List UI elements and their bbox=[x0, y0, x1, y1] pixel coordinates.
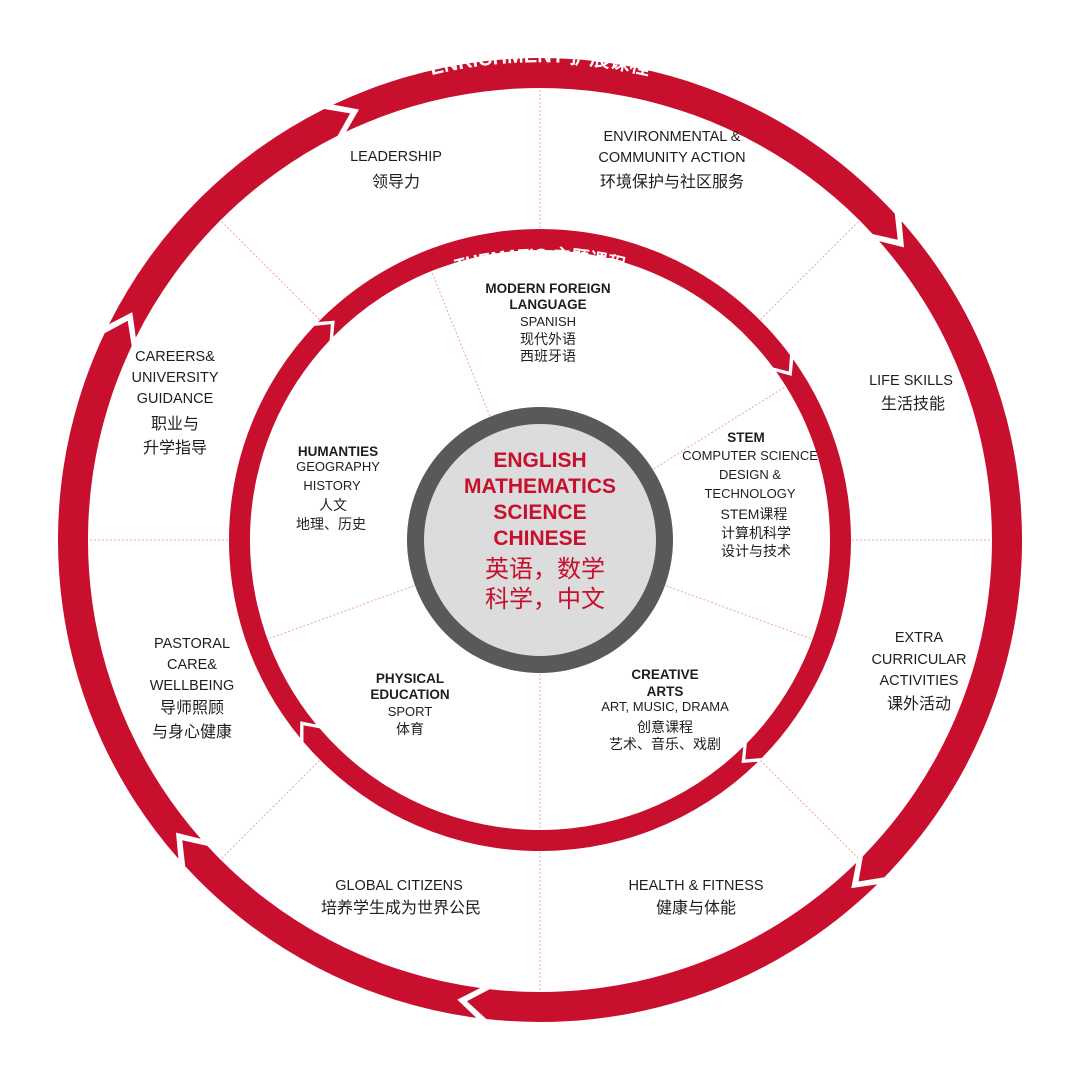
thematic-ring-segment bbox=[318, 228, 790, 372]
enrichment-environmental: ENVIRONMENTAL & COMMUNITY ACTION 环境保护与社区… bbox=[598, 129, 745, 191]
label-en: GEOGRAPHY bbox=[296, 459, 380, 474]
label-en: DESIGN & bbox=[719, 467, 781, 482]
label-en: CARE& bbox=[167, 657, 217, 673]
heading: LANGUAGE bbox=[509, 297, 586, 312]
label-cn: 体育 bbox=[396, 721, 424, 737]
heading: EDUCATION bbox=[370, 687, 449, 702]
label-cn: 导师照顾 bbox=[160, 699, 224, 717]
label-en: CAREERS& bbox=[135, 349, 215, 365]
label-cn: 人文 bbox=[319, 497, 347, 513]
enrichment-ring bbox=[57, 58, 1023, 1022]
thematic-ring-segment bbox=[303, 725, 758, 852]
inner-divider bbox=[653, 385, 787, 470]
thematic-creative-arts: CREATIVE ARTS ART, MUSIC, DRAMA 创意课程 艺术、… bbox=[601, 667, 729, 752]
label-cn: 职业与 bbox=[151, 415, 199, 433]
thematic-pe: PHYSICAL EDUCATION SPORT 体育 bbox=[370, 671, 449, 737]
inner-divider bbox=[665, 585, 813, 640]
enrichment-pastoral: PASTORAL CARE& WELLBEING 导师照顾 与身心健康 bbox=[150, 636, 235, 741]
label-en: ACTIVITIES bbox=[880, 673, 959, 689]
thematic-ring bbox=[228, 228, 852, 852]
thematic-ring-segment bbox=[745, 359, 852, 760]
label-cn: 健康与体能 bbox=[656, 899, 736, 917]
label-en: GLOBAL CITIZENS bbox=[335, 878, 463, 894]
heading: HUMANTIES bbox=[298, 444, 378, 459]
label-cn: 与身心健康 bbox=[152, 723, 232, 741]
label-en: LIFE SKILLS bbox=[869, 373, 953, 389]
enrichment-extra-curricular: EXTRA CURRICULAR ACTIVITIES 课外活动 bbox=[871, 630, 966, 713]
core-subjects: ENGLISH MATHEMATICS SCIENCE CHINESE 英语，数… bbox=[464, 449, 616, 613]
outer-divider bbox=[760, 760, 860, 860]
enrichment-health-fitness: HEALTH & FITNESS 健康与体能 bbox=[628, 878, 763, 917]
label-en: CURRICULAR bbox=[871, 652, 966, 668]
enrichment-careers: CAREERS& UNIVERSITY GUIDANCE 职业与 升学指导 bbox=[131, 349, 218, 457]
enrichment-ring-segment bbox=[333, 58, 898, 240]
enrichment-life-skills: LIFE SKILLS 生活技能 bbox=[869, 373, 953, 413]
label-cn: 课外活动 bbox=[887, 695, 951, 713]
label-en: WELLBEING bbox=[150, 678, 235, 694]
label-en: SPORT bbox=[388, 704, 433, 719]
label-cn: 生活技能 bbox=[881, 395, 945, 413]
label-cn: 艺术、音乐、戏剧 bbox=[609, 736, 721, 752]
label-cn: 培养学生成为世界公民 bbox=[321, 899, 481, 917]
thematic-mfl: MODERN FOREIGN LANGUAGE SPANISH 现代外语 西班牙… bbox=[485, 281, 610, 364]
thematic-ring-segment bbox=[228, 324, 331, 738]
outer-divider bbox=[220, 220, 320, 320]
label-cn: STEM课程 bbox=[721, 506, 788, 522]
enrichment-ring-segment bbox=[57, 320, 201, 859]
label-en: ART, MUSIC, DRAMA bbox=[601, 699, 729, 714]
label-en: LEADERSHIP bbox=[350, 149, 442, 165]
label-cn: 地理、历史 bbox=[296, 516, 366, 532]
label-en: COMPUTER SCIENCE bbox=[682, 448, 818, 463]
thematic-stem: STEM COMPUTER SCIENCE DESIGN & TECHNOLOG… bbox=[682, 430, 818, 559]
label-en: COMMUNITY ACTION bbox=[598, 150, 745, 166]
inner-divider bbox=[267, 585, 415, 640]
section-dividers bbox=[88, 88, 992, 992]
enrichment-ring-segment bbox=[109, 109, 351, 338]
outer-divider bbox=[760, 220, 860, 320]
inner-divider bbox=[430, 270, 491, 416]
core-chinese: CHINESE bbox=[493, 527, 586, 550]
heading: ARTS bbox=[647, 684, 684, 699]
label-en: EXTRA bbox=[895, 630, 944, 646]
label-en: HISTORY bbox=[303, 478, 361, 493]
core-mathematics: MATHEMATICS bbox=[464, 475, 616, 498]
label-en: PASTORAL bbox=[154, 636, 230, 652]
label-en: TECHNOLOGY bbox=[704, 486, 795, 501]
label-cn: 西班牙语 bbox=[520, 348, 576, 364]
core-science: SCIENCE bbox=[493, 501, 586, 524]
core-cn-line-1: 英语，数学 bbox=[485, 556, 605, 583]
heading: CREATIVE bbox=[631, 667, 698, 682]
core-disc bbox=[424, 424, 656, 656]
heading: PHYSICAL bbox=[376, 671, 444, 686]
label-en: UNIVERSITY bbox=[131, 370, 218, 386]
core-english: ENGLISH bbox=[493, 449, 586, 472]
label-cn: 计算机科学 bbox=[721, 525, 791, 541]
label-en: ENVIRONMENTAL & bbox=[604, 129, 741, 145]
core-cn-line-2: 科学，中文 bbox=[485, 586, 605, 613]
outer-divider bbox=[220, 760, 320, 860]
label-cn: 环境保护与社区服务 bbox=[600, 172, 744, 191]
label-cn: 现代外语 bbox=[520, 331, 576, 347]
enrichment-leadership: LEADERSHIP 领导力 bbox=[350, 149, 442, 191]
label-en: HEALTH & FITNESS bbox=[628, 878, 763, 894]
enrichment-ring-segment bbox=[182, 840, 481, 1018]
label-en: SPANISH bbox=[520, 314, 576, 329]
label-cn: 设计与技术 bbox=[721, 543, 791, 559]
enrichment-global-citizens: GLOBAL CITIZENS 培养学生成为世界公民 bbox=[321, 878, 481, 917]
label-cn: 升学指导 bbox=[143, 439, 207, 457]
heading: STEM bbox=[727, 430, 765, 445]
label-cn: 创意课程 bbox=[637, 719, 693, 735]
thematic-humanities: HUMANTIES GEOGRAPHY HISTORY 人文 地理、历史 bbox=[296, 444, 380, 532]
heading: MODERN FOREIGN bbox=[485, 281, 610, 296]
label-cn: 领导力 bbox=[372, 173, 420, 191]
enrichment-ring-segment bbox=[858, 221, 1023, 882]
label-en: GUIDANCE bbox=[137, 391, 214, 407]
enrichment-ring-segment bbox=[466, 862, 878, 1022]
